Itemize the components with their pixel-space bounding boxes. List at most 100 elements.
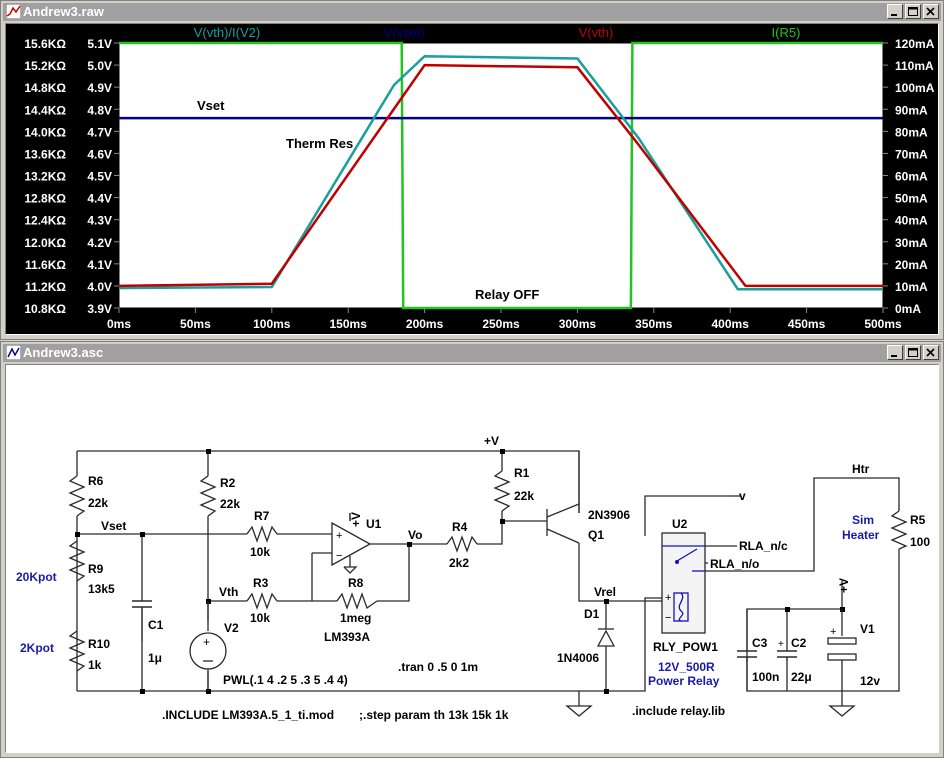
y-tick-label-volts: 4.2V <box>87 236 112 250</box>
trace-label-vth-ivs[interactable]: V(vth)/I(V2) <box>194 25 260 40</box>
label-20kpot: 20Kpot <box>16 570 57 584</box>
label-q1-part: 2N3906 <box>588 508 630 522</box>
plot-client: V(vth)/I(V2) V(vset) V(vth) I(R5) 15.6KΩ… <box>5 23 939 335</box>
label-v-flag: v <box>739 489 746 503</box>
annotation-therm-res: Therm Res <box>286 136 353 151</box>
label-r9: R9 <box>88 562 104 576</box>
label-htr: Htr <box>852 462 870 476</box>
y-tick-label-volts: 5.1V <box>87 37 112 51</box>
transistor-q1 <box>546 451 580 551</box>
resistor-r1 <box>493 470 511 512</box>
y-tick-label-ohms: 10.8KΩ <box>24 302 66 316</box>
label-relay-desc: Power Relay <box>648 674 720 688</box>
label-r4: R4 <box>452 520 468 534</box>
value-r3: 10k <box>250 611 270 625</box>
y-tick-label-current: 30mA <box>895 236 928 250</box>
label-r2: R2 <box>220 476 236 490</box>
label-r1: R1 <box>514 466 530 480</box>
label-c2: C2 <box>791 636 807 650</box>
label-vth-net: Vth <box>219 585 238 599</box>
plot-area[interactable] <box>118 42 884 309</box>
y-tick-label-volts: 5.0V <box>87 59 112 73</box>
x-tick-label: 450ms <box>788 317 826 331</box>
y-tick-label-current: 60mA <box>895 170 928 184</box>
annotation-relay-off: Relay OFF <box>475 287 539 302</box>
label-vset-net: Vset <box>101 519 126 533</box>
y-tick-label-volts: 4.6V <box>87 147 112 161</box>
value-r6: 22k <box>88 496 108 510</box>
label-heater: Heater <box>842 528 880 542</box>
x-tick-label: 350ms <box>635 317 673 331</box>
directive-pwl: PWL(.1 4 .2 5 .3 5 .4 4) <box>223 673 348 687</box>
plot-title: Andrew3.raw <box>23 4 104 19</box>
minimize-icon <box>891 355 897 357</box>
label-vrel: Vrel <box>594 585 616 599</box>
value-r10: 1k <box>88 658 102 672</box>
capacitor-c2: + <box>777 639 797 661</box>
schematic-titlebar[interactable]: Andrew3.asc <box>3 344 941 362</box>
y-tick-label-volts: 4.7V <box>87 125 112 139</box>
y-tick-label-current: 20mA <box>895 258 928 272</box>
maximize-icon <box>908 348 918 357</box>
minimize-button[interactable] <box>887 4 903 19</box>
trace-i-r5-[interactable] <box>119 41 883 310</box>
maximize-button-2[interactable] <box>905 345 921 360</box>
maximize-button[interactable] <box>905 4 921 19</box>
y-tick-label-current: 0mA <box>895 302 921 316</box>
maximize-icon <box>908 7 918 16</box>
close-button[interactable] <box>923 4 939 19</box>
label-r10: R10 <box>88 637 110 651</box>
ground-symbols <box>565 705 856 717</box>
close-button-2[interactable] <box>923 345 939 360</box>
value-r1: 22k <box>514 489 534 503</box>
value-r7: 10k <box>250 545 270 559</box>
label-relay-value: 12V_500R <box>658 660 715 674</box>
plot-titlebar[interactable]: Andrew3.raw <box>3 3 941 21</box>
y-tick-label-volts: 4.3V <box>87 214 112 228</box>
value-c1: 1μ <box>148 651 162 665</box>
y-tick-label-current: 50mA <box>895 192 928 206</box>
y-tick-label-volts: 4.1V <box>87 258 112 272</box>
capacitor-c1 <box>132 600 152 641</box>
label-c1: C1 <box>148 618 164 632</box>
schematic-canvas[interactable]: + + − <box>6 365 940 754</box>
value-d1: 1N4006 <box>557 651 599 665</box>
y-tick-label-ohms: 14.8KΩ <box>24 81 66 95</box>
trace-v-vth-[interactable] <box>118 63 883 288</box>
trace-label-ir5[interactable]: I(R5) <box>772 25 801 40</box>
waveform-plot[interactable]: V(vth)/I(V2) V(vset) V(vth) I(R5) 15.6KΩ… <box>6 24 940 336</box>
x-tick-label: 150ms <box>330 317 368 331</box>
schematic-labels: R6 22k R2 22k +V R1 22k Vset R9 13k5 20K… <box>16 434 930 722</box>
label-rla-nc: RLA_n/c <box>739 539 788 553</box>
y-tick-label-ohms: 13.2KΩ <box>24 170 66 184</box>
resistor-r6 <box>68 475 86 517</box>
label-r8: R8 <box>348 576 364 590</box>
resistor-r9 <box>68 540 86 582</box>
label-vo: Vo <box>408 528 422 542</box>
x-tick-label: 50ms <box>180 317 211 331</box>
value-r5: 100 <box>910 535 930 549</box>
label-rla-no: RLA_n/o <box>710 557 759 571</box>
trace-label-vth[interactable]: V(vth) <box>579 25 614 40</box>
y-tick-label-ohms: 15.6KΩ <box>24 37 66 51</box>
value-r9: 13k5 <box>88 582 115 596</box>
y-tick-label-ohms: 14.4KΩ <box>24 103 66 117</box>
minimize-button-2[interactable] <box>887 345 903 360</box>
value-c3: 100n <box>752 670 779 684</box>
value-r2: 22k <box>220 497 240 511</box>
x-tick-label: 100ms <box>253 317 291 331</box>
label-r7: R7 <box>254 509 270 523</box>
label-vplus-u1: +V <box>349 512 363 527</box>
schematic-icon <box>6 345 21 360</box>
label-q1: Q1 <box>588 528 604 542</box>
svg-text:+: + <box>336 530 342 542</box>
y-tick-label-ohms: 11.6KΩ <box>25 258 66 272</box>
voltage-source-v2: + <box>189 601 227 691</box>
x-tick-label: 250ms <box>482 317 520 331</box>
label-c3: C3 <box>752 636 768 650</box>
y-tick-label-volts: 3.9V <box>87 302 112 316</box>
label-vplus-v1: +V <box>837 578 851 593</box>
directive-relaylib: .include relay.lib <box>632 704 725 718</box>
diode-d1 <box>596 628 616 647</box>
trace-label-vset[interactable]: V(vset) <box>383 25 424 40</box>
